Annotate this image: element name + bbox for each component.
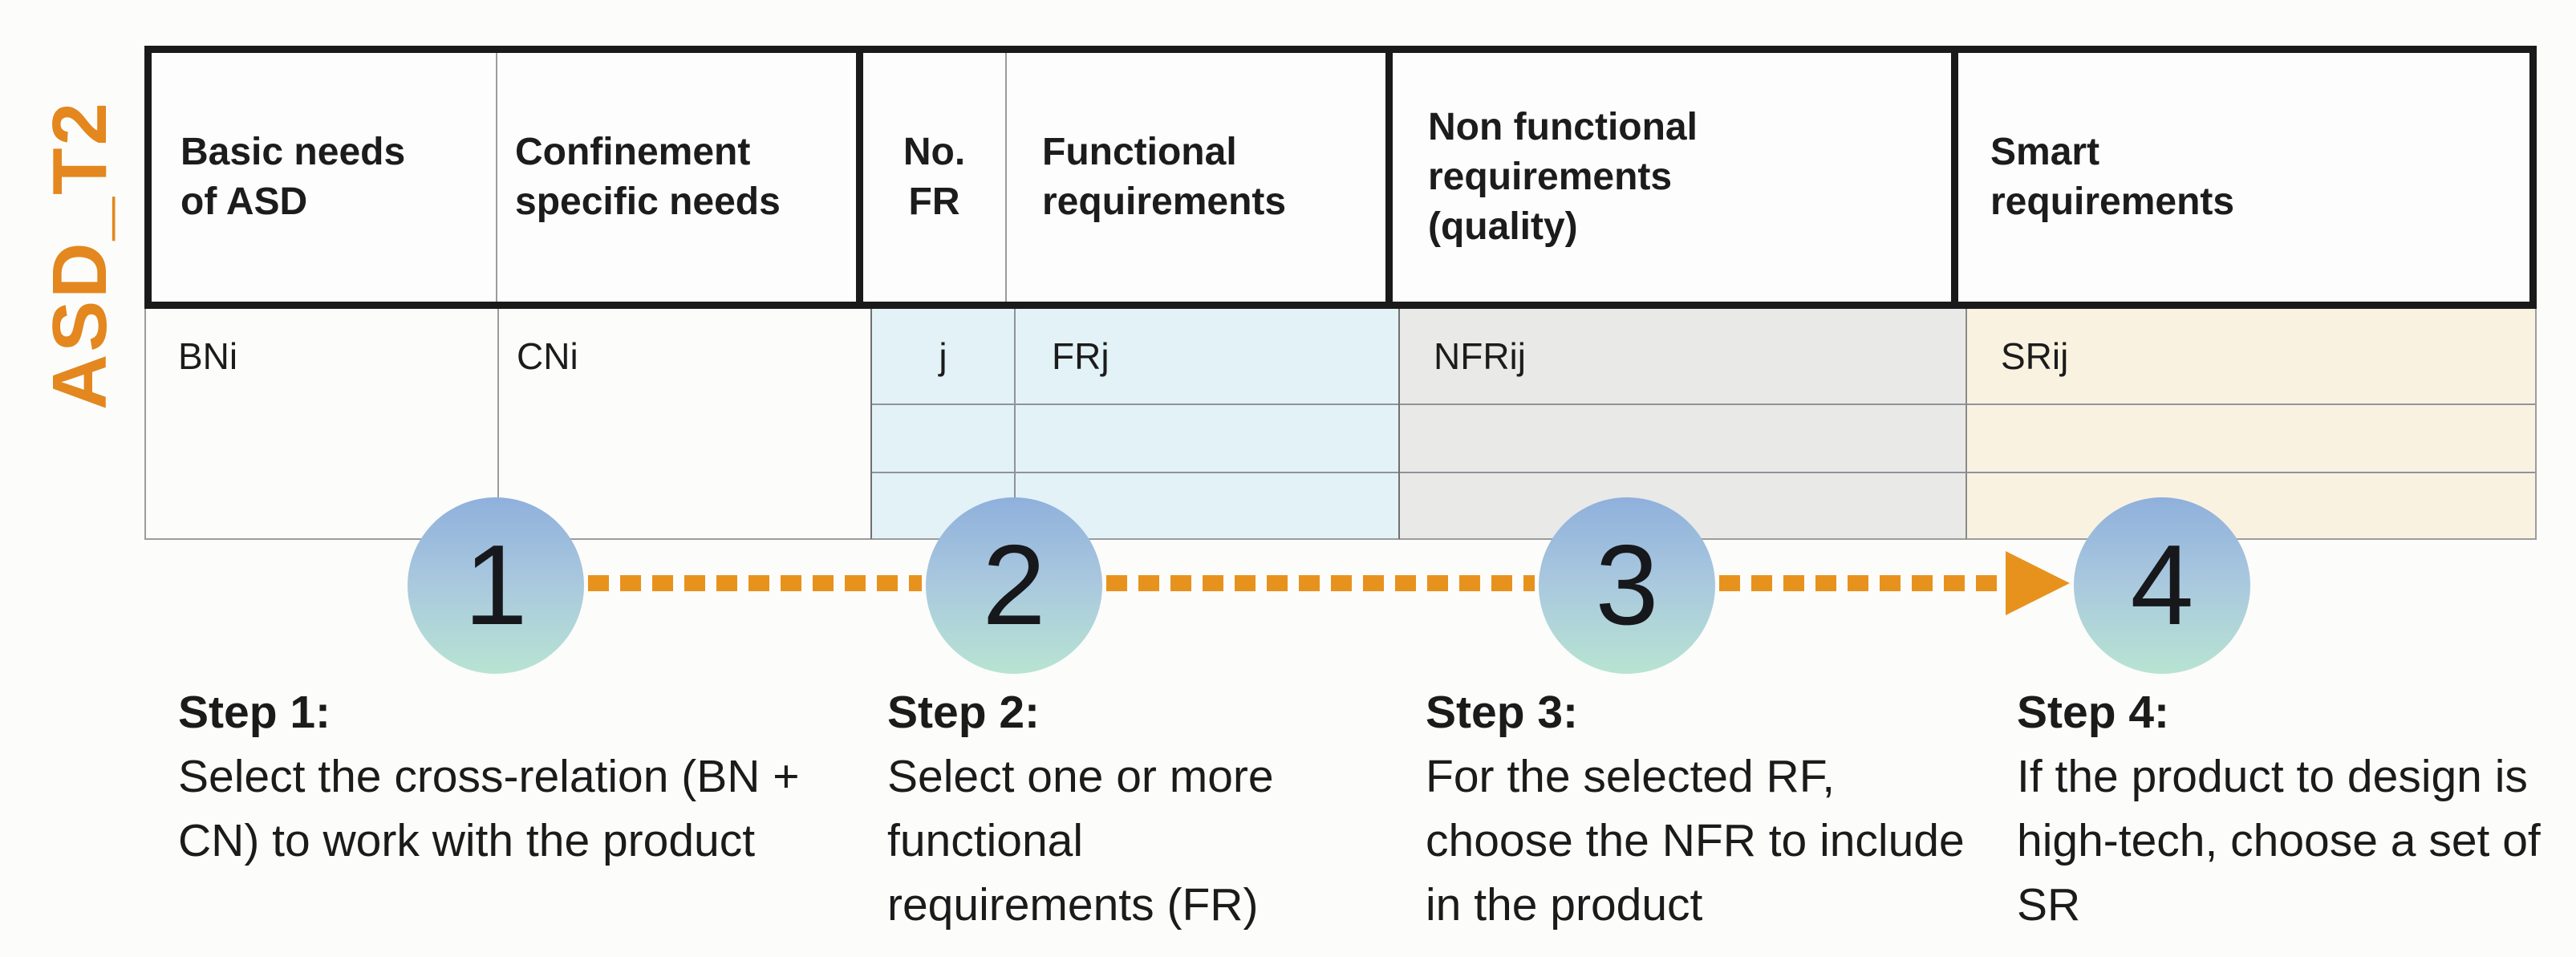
table-body-non-functional-requirements: NFRij [1400, 309, 1965, 540]
table-cell-frj: FRj [1052, 335, 1110, 377]
table-row: j FRj [872, 309, 1398, 405]
header-cell-smart-requirements: Smart requirements [1958, 53, 2520, 302]
table-cell-srij: SRij [1967, 309, 2535, 405]
table-empty-cell [1400, 405, 1965, 473]
step-circle-1: 1 [408, 497, 584, 674]
table-header-row: Basic needs of ASD Confinement specific … [144, 46, 2537, 309]
step-circle-2: 2 [926, 497, 1102, 674]
table-empty-cell [872, 405, 1016, 472]
table-row [872, 405, 1398, 473]
header-label: No. FR [903, 131, 966, 223]
step-body: Select one or more functional requiremen… [887, 751, 1274, 931]
step-title: Step 1: [178, 687, 331, 738]
header-label: Functional requirements [1042, 131, 1287, 223]
header-cell-basic-needs: Basic needs of ASD [152, 53, 497, 302]
table-empty-cell [1016, 405, 1398, 472]
header-label: Basic needs of ASD [181, 131, 406, 223]
step-title: Step 4: [2017, 687, 2170, 738]
step-body: If the product to design is high-tech, c… [2017, 751, 2541, 931]
table-empty-cell [1967, 473, 2535, 538]
flow-arrowhead-icon [2006, 551, 2070, 615]
step-caption-3: Step 3: For the selected RF, choose the … [1426, 680, 1979, 937]
step-circle-3: 3 [1539, 497, 1715, 674]
step-title: Step 2: [887, 687, 1041, 738]
flow-dashed-connector [1719, 575, 2006, 591]
step-circle-4: 4 [2074, 497, 2250, 674]
header-label: Smart requirements [1990, 131, 2235, 223]
step-title: Step 3: [1426, 687, 1579, 738]
table-cell-nfrij: NFRij [1400, 309, 1965, 405]
step-circle-number: 4 [2130, 521, 2194, 649]
header-cell-no-fr: No. FR [863, 53, 1007, 302]
header-cell-non-functional-requirements: Non functional requirements (quality) [1393, 53, 1958, 302]
step-body: Select the cross-relation (BN + CN) to w… [178, 751, 800, 866]
table-cell-bni: BNi [146, 309, 499, 538]
step-caption-2: Step 2: Select one or more functional re… [887, 680, 1349, 937]
table-body-functional-requirements: j FRj [870, 309, 1400, 540]
header-label: Confinement specific needs [515, 131, 781, 223]
step-caption-1: Step 1: Select the cross-relation (BN + … [178, 680, 820, 873]
header-cell-confinement-needs: Confinement specific needs [497, 53, 863, 302]
flow-dashed-connector [588, 575, 922, 591]
flow-dashed-connector [1106, 575, 1535, 591]
step-circle-number: 3 [1595, 521, 1659, 649]
header-cell-functional-requirements: Functional requirements [1007, 53, 1393, 302]
table-empty-cell [1967, 405, 2535, 473]
table-body-smart-requirements: SRij [1965, 309, 2537, 540]
header-label: Non functional requirements (quality) [1428, 106, 1698, 248]
figure-side-label: ASD_T2 [37, 99, 123, 411]
step-circle-number: 1 [464, 521, 528, 649]
step-body: For the selected RF, choose the NFR to i… [1426, 751, 1965, 931]
table-cell-j: j [872, 309, 1016, 403]
table-cell-cni: CNi [517, 335, 578, 377]
step-caption-4: Step 4: If the product to design is high… [2017, 680, 2546, 937]
step-circle-number: 2 [982, 521, 1046, 649]
